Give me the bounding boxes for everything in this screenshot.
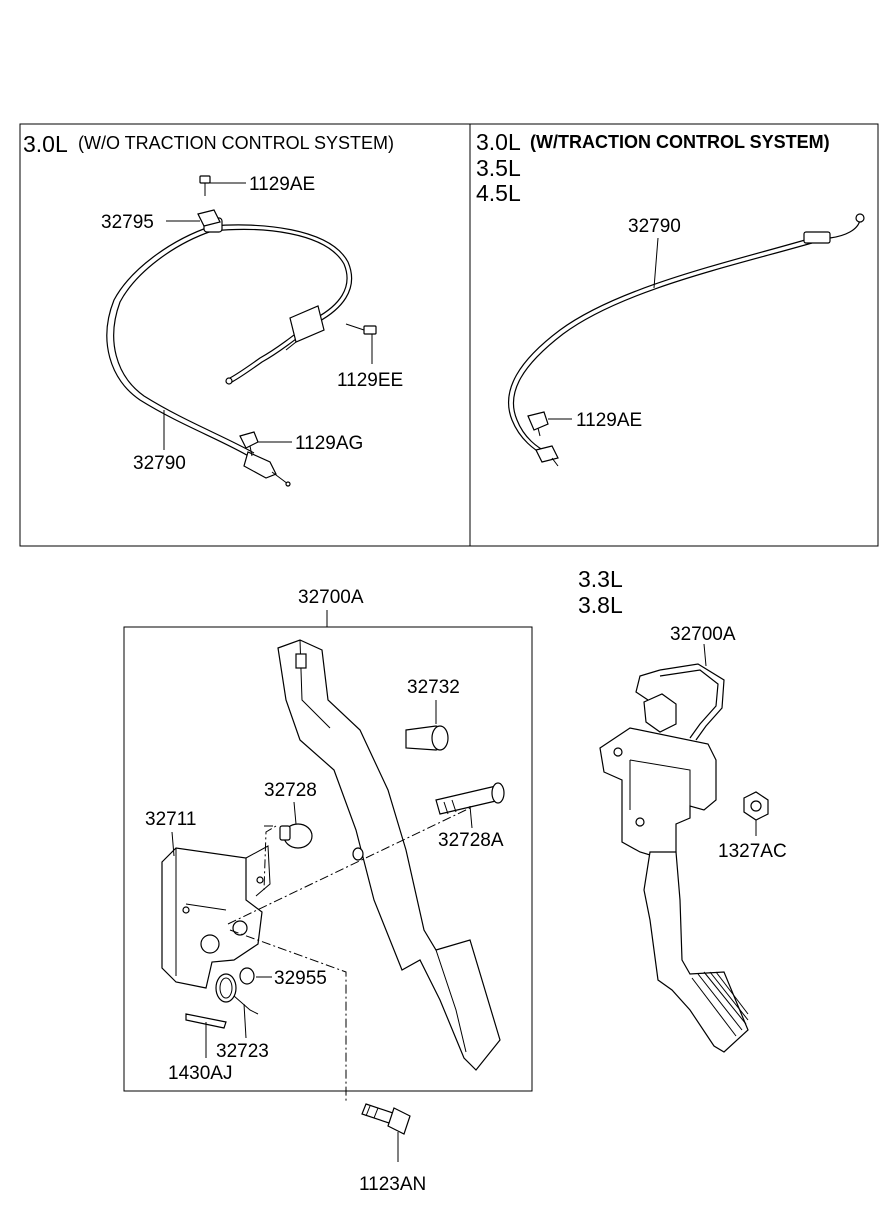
leader-b-32723 bbox=[243, 1003, 247, 1039]
callout-l-1129AE: 1129AE bbox=[249, 174, 315, 195]
right-panel-note: (W/TRACTION CONTROL SYSTEM) bbox=[530, 132, 830, 152]
leader-b-32711 bbox=[171, 831, 175, 857]
nut-1327AC bbox=[743, 791, 769, 821]
callout-br-1327AC: 1327AC bbox=[718, 841, 787, 862]
callout-b-32955: 32955 bbox=[274, 968, 327, 989]
left-accelerator-cable bbox=[106, 217, 353, 487]
screw-1129EE bbox=[345, 323, 377, 335]
leader-b-32728 bbox=[293, 801, 297, 825]
washer-32955 bbox=[239, 967, 255, 985]
return-spring-32723 bbox=[215, 973, 259, 1015]
callout-b-1123AN: 1123AN bbox=[359, 1174, 426, 1195]
lower-right-engine-1: 3.3L bbox=[578, 566, 623, 592]
leader-b-32728A bbox=[469, 805, 473, 829]
bolt-1123AN bbox=[361, 1103, 411, 1135]
callout-b-1430AJ: 1430AJ bbox=[168, 1063, 232, 1084]
assembly-line-1 bbox=[227, 807, 471, 925]
left-panel-note: (W/O TRACTION CONTROL SYSTEM) bbox=[78, 133, 394, 153]
callout-b-32728A: 32728A bbox=[438, 830, 504, 851]
clip-32795 bbox=[197, 209, 221, 227]
pedal-assembly-frame bbox=[123, 626, 533, 1092]
split-pin-1430AJ bbox=[185, 1013, 227, 1029]
callout-l-32790: 32790 bbox=[133, 453, 186, 474]
callout-r-1129AE: 1129AE bbox=[576, 410, 642, 431]
pedal-bracket-32711 bbox=[161, 845, 271, 989]
leader-br-32700A bbox=[703, 643, 707, 667]
callout-b-32732: 32732 bbox=[407, 677, 460, 698]
callout-b-32711: 32711 bbox=[145, 809, 196, 830]
callout-b-32728: 32728 bbox=[264, 780, 317, 801]
assembly-line-2 bbox=[229, 929, 347, 1102]
callout-br-32700A: 32700A bbox=[670, 624, 736, 645]
assembly-line-3 bbox=[263, 825, 278, 891]
lower-right-engine-2: 3.8L bbox=[578, 592, 623, 618]
callout-r-32790: 32790 bbox=[628, 216, 681, 237]
leader-r-32790 bbox=[653, 237, 659, 289]
left-panel-engine: 3.0L bbox=[23, 131, 68, 157]
callout-l-1129EE: 1129EE bbox=[337, 370, 403, 391]
callout-l-1129AG: 1129AG bbox=[295, 433, 363, 454]
right-accelerator-cable bbox=[507, 213, 865, 467]
pivot-pin-32728A bbox=[435, 782, 505, 815]
right-panel-engine-2: 3.5L bbox=[476, 155, 521, 181]
stopper-32728 bbox=[279, 823, 313, 849]
right-panel-engine-1: 3.0L bbox=[476, 129, 521, 155]
right-panel-engine-3: 4.5L bbox=[476, 180, 521, 206]
top-panels-frame bbox=[19, 123, 879, 547]
bolt-1129AE-right bbox=[527, 411, 549, 437]
callout-b-32700A: 32700A bbox=[298, 587, 364, 608]
electronic-pedal-module-32700A bbox=[599, 663, 749, 1053]
callout-l-32795: 32795 bbox=[101, 212, 154, 233]
bolt-1129AE-left bbox=[199, 175, 211, 196]
callout-b-32723: 32723 bbox=[216, 1041, 269, 1062]
bushing-32732 bbox=[405, 725, 449, 751]
accelerator-pedal-arm bbox=[277, 639, 501, 1071]
